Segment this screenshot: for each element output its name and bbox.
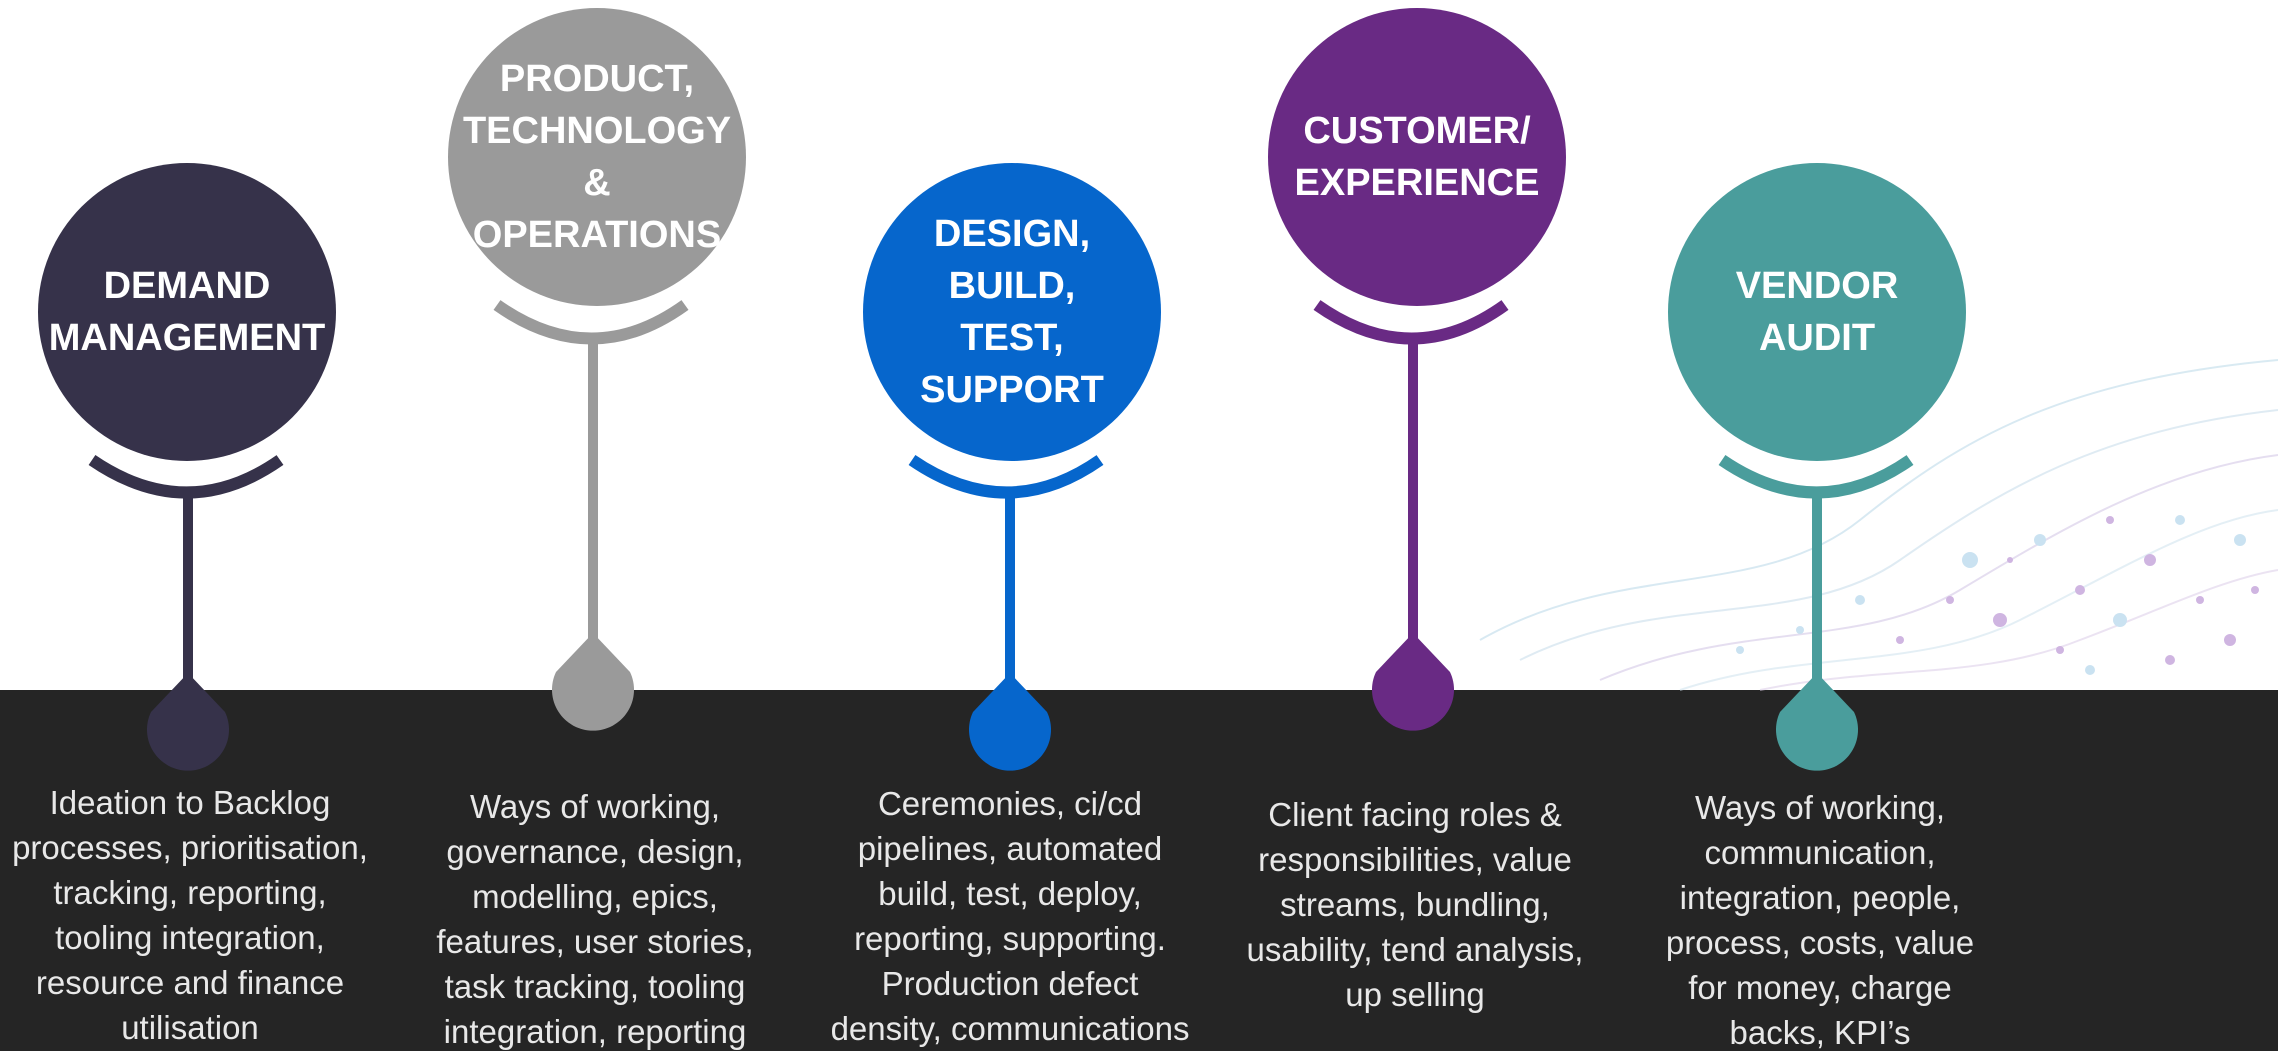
pillar-title-demand: DEMAND MANAGEMENT bbox=[48, 265, 326, 359]
pillar-description-vendor: Ways of working, communication, integrat… bbox=[1665, 789, 1975, 1051]
pillar-circle-demand: DEMAND MANAGEMENT bbox=[38, 163, 336, 461]
pillar-title-customer: CUSTOMER/ EXPERIENCE bbox=[1294, 110, 1540, 204]
drop-demand bbox=[147, 673, 229, 771]
drop-product bbox=[552, 633, 634, 731]
network-decoration bbox=[1479, 359, 2278, 691]
pillar-circle-vendor: VENDOR AUDIT bbox=[1668, 163, 1966, 461]
pillar-title-design: DESIGN, BUILD, TEST, SUPPORT bbox=[920, 213, 1104, 411]
pillar-description-product: Ways of working, governance, design, mod… bbox=[436, 788, 754, 1050]
bottom-band bbox=[0, 690, 2278, 1051]
pillar-circle-design: DESIGN, BUILD, TEST, SUPPORT bbox=[863, 163, 1161, 461]
pillar-circle-product: PRODUCT, TECHNOLOGY & OPERATIONS bbox=[448, 8, 746, 306]
drop-design bbox=[969, 673, 1051, 771]
pillar-description-demand: Ideation to Backlog processes, prioritis… bbox=[12, 784, 368, 1046]
drop-vendor bbox=[1776, 673, 1858, 771]
drop-customer bbox=[1371, 633, 1454, 731]
pillar-circle-customer: CUSTOMER/ EXPERIENCE bbox=[1268, 8, 1566, 306]
pillar-title-vendor: VENDOR AUDIT bbox=[1735, 265, 1899, 359]
pillar-description-design: Ceremonies, ci/cd pipelines, automated b… bbox=[830, 785, 1190, 1047]
pillar-description-customer: Client facing roles & responsibilities, … bbox=[1246, 796, 1584, 1013]
pillar-title-product: PRODUCT, TECHNOLOGY & OPERATIONS bbox=[462, 58, 732, 256]
